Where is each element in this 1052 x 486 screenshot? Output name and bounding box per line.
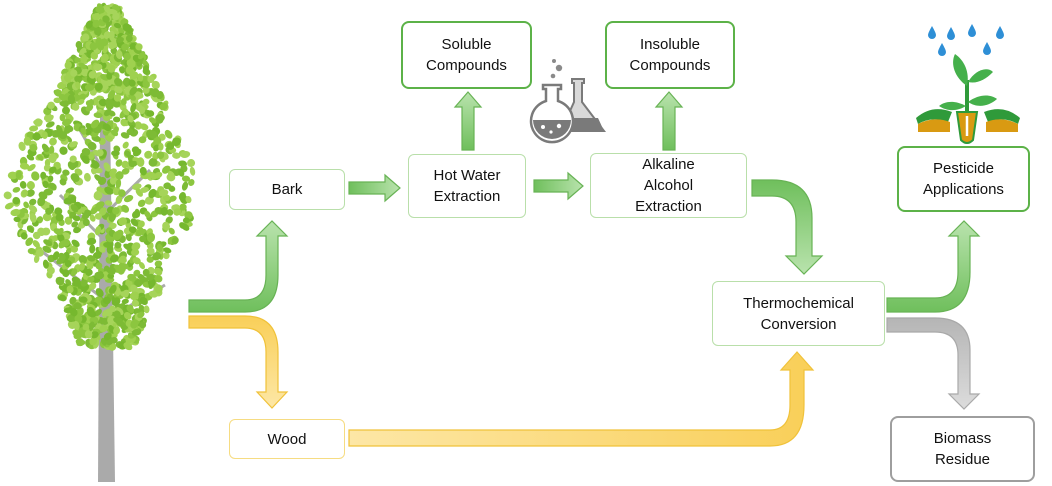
- arrow-alkaline-to-insoluble: [654, 91, 684, 151]
- node-hot-water-extraction: Hot Water Extraction: [408, 154, 526, 218]
- node-biomass-residue: Biomass Residue: [890, 416, 1035, 482]
- arrow-hotwater-to-alkaline: [533, 171, 584, 201]
- sprouting-plant-icon: [916, 24, 1020, 144]
- flow-thermochemical-to-pesticide: [886, 220, 981, 313]
- lab-flasks-icon: [529, 59, 607, 144]
- arrow-bark-to-hotwater: [348, 173, 401, 203]
- flow-tree-to-bark: [188, 220, 289, 313]
- node-thermochemical-conversion: Thermochemical Conversion: [712, 281, 885, 346]
- tree-foliage: [3, 2, 196, 351]
- flow-thermochemical-to-biomass: [886, 317, 981, 410]
- node-pesticide-applications: Pesticide Applications: [897, 146, 1030, 212]
- node-alkaline-alcohol-extraction: Alkaline Alcohol Extraction: [590, 153, 747, 218]
- flow-tree-to-wood: [188, 315, 289, 409]
- node-soluble-compounds: Soluble Compounds: [401, 21, 532, 89]
- node-wood: Wood: [229, 419, 345, 459]
- flow-wood-to-thermochemical: [348, 351, 815, 447]
- tree-icon: [3, 2, 196, 482]
- node-bark: Bark: [229, 169, 345, 210]
- flow-alkaline-to-thermochemical: [751, 179, 824, 275]
- arrow-hotwater-to-soluble: [453, 91, 483, 151]
- rain-drops-icon: [928, 24, 1004, 56]
- node-insoluble-compounds: Insoluble Compounds: [605, 21, 735, 89]
